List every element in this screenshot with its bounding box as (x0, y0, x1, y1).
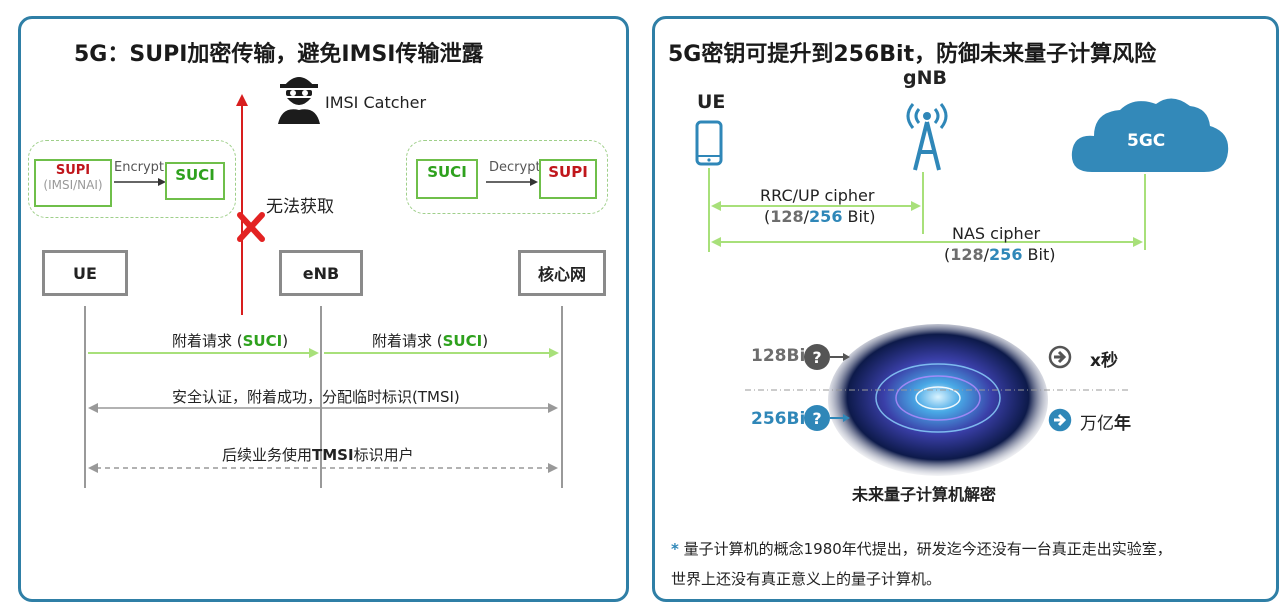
attach-suffix-2: ) (482, 332, 489, 350)
ue-supi-box: SUPI (IMSI/NAI) (34, 159, 112, 207)
core-callout (406, 140, 608, 214)
followup-tmsi: TMSI (312, 446, 354, 464)
question-icon-128: ? (804, 344, 830, 370)
core-supi-box: SUPI (539, 159, 597, 199)
row256-bits: 256Bi (751, 409, 806, 429)
ue-suci-box: SUCI (165, 162, 225, 200)
phone-icon (695, 120, 723, 166)
left-panel-title: 5G：SUPI加密传输，避免IMSI传输泄露 (74, 42, 484, 67)
encrypt-label: Encrypt (114, 160, 164, 175)
quantum-caption: 未来量子计算机解密 (852, 485, 997, 504)
row128-result: x秒 (1090, 351, 1118, 371)
attach-prefix-2: 附着请求 ( (372, 332, 443, 350)
followup-prefix: 后续业务使用 (222, 446, 313, 464)
attach-suci-1: SUCI (242, 332, 283, 350)
rrc-open: ( (764, 207, 771, 226)
enb-entity: eNB (279, 250, 363, 296)
row128-arrow (830, 353, 850, 361)
gnb-label: gNB (903, 67, 947, 89)
footnote-star: * (671, 540, 679, 558)
decrypt-label: Decrypt (489, 160, 541, 175)
left-panel (18, 16, 629, 602)
arrow-circle-icon-256 (1048, 408, 1072, 432)
followup-message: 后续业务使用TMSI标识用户 (222, 444, 414, 465)
ue-callout (28, 140, 236, 218)
nas-bits: (128/256 Bit) (944, 245, 1055, 264)
intercept-arrow (236, 94, 248, 315)
rrc-256: 256 (809, 207, 843, 226)
row256-arrow (830, 414, 850, 422)
arrow-circle-icon-128 (1048, 345, 1072, 369)
question-icon-256: ? (804, 405, 830, 431)
ue-label: UE (697, 91, 726, 113)
nas-128: 128 (950, 245, 984, 264)
nas-slash: / (983, 245, 990, 264)
ue-entity: UE (42, 250, 128, 296)
decrypt-arrow (486, 178, 538, 186)
nas-unit: Bit) (1022, 245, 1056, 264)
attach-request-1: 附着请求 (SUCI) (172, 330, 288, 351)
right-panel-title: 5G密钥可提升到256Bit，防御未来量子计算风险 (668, 42, 1157, 67)
encrypt-arrow (114, 178, 166, 186)
supi-label: SUPI (55, 163, 91, 178)
core-entity: 核心网 (518, 250, 606, 296)
cloud-icon (1071, 98, 1229, 172)
attach-suci-2: SUCI (442, 332, 483, 350)
spy-icon (278, 77, 320, 124)
footnote-text1: 量子计算机的概念1980年代提出，研发迄今还没有一台真正走出实验室， (678, 540, 1172, 558)
cannot-obtain-label: 无法获取 (266, 197, 334, 217)
rrc-cipher-label: RRC/UP cipher (760, 186, 875, 205)
core-suci-label: SUCI (427, 163, 467, 181)
supi-sub-label: (IMSI/NAI) (43, 178, 103, 192)
followup-suffix: 标识用户 (353, 446, 414, 464)
auth-message: 安全认证，附着成功，分配临时标识(TMSI) (172, 388, 460, 406)
attach-prefix-1: 附着请求 ( (172, 332, 243, 350)
nas-256: 256 (989, 245, 1023, 264)
row256-result: 万亿年 (1080, 409, 1131, 434)
nas-open: ( (944, 245, 951, 264)
cross-icon (237, 212, 265, 242)
footnote-line1: * 量子计算机的概念1980年代提出，研发迄今还没有一台真正走出实验室， (671, 538, 1172, 559)
core-supi-label: SUPI (548, 163, 588, 181)
footnote-line2: 世界上还没有真正意义上的量子计算机。 (671, 570, 942, 588)
rrc-slash: / (803, 207, 810, 226)
rrc-unit: Bit) (842, 207, 876, 226)
rrc-bits: (128/256 Bit) (764, 207, 875, 226)
row-divider (745, 389, 1130, 391)
right-panel (652, 16, 1279, 602)
row256-result-bold: 年 (1114, 414, 1131, 434)
quantum-chip-image (828, 324, 1048, 476)
attach-request-2: 附着请求 (SUCI) (372, 330, 488, 351)
core-5gc-label: 5GC (1127, 131, 1166, 151)
sequence-lines (84, 306, 563, 488)
nas-cipher-label: NAS cipher (952, 224, 1041, 243)
core-suci-box: SUCI (416, 159, 478, 199)
row256-result-pre: 万亿 (1080, 414, 1114, 434)
antenna-icon (906, 103, 948, 171)
attach-suffix-1: ) (282, 332, 289, 350)
row128-bits: 128Bi (751, 346, 806, 366)
imsi-catcher-label: IMSI Catcher (325, 93, 427, 112)
rrc-128: 128 (770, 207, 804, 226)
suci-label: SUCI (175, 166, 215, 184)
